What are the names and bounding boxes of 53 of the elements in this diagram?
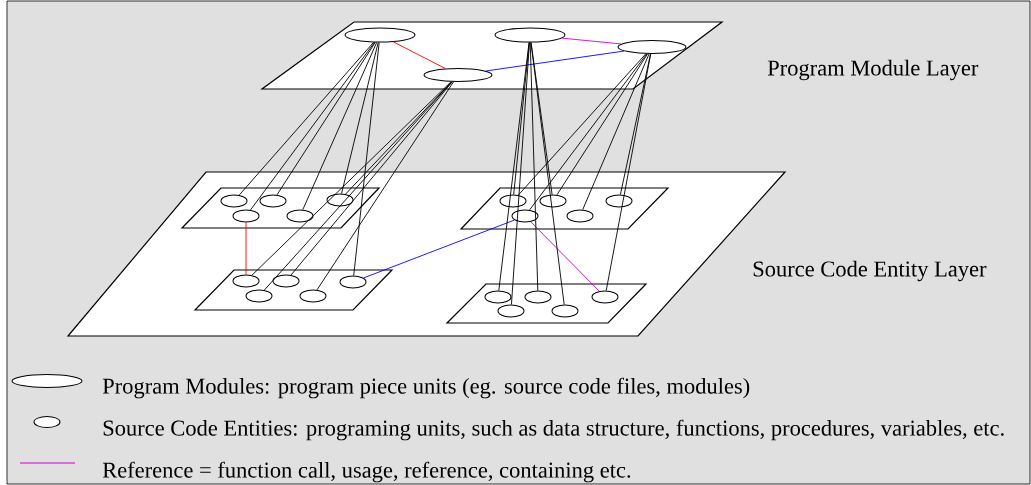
ellipse-symbol (494, 27, 566, 43)
legend-item: Reference = function call, usage, reference, containing etc. (19, 461, 631, 483)
connector-line (363, 219, 515, 279)
connector-line (250, 41, 375, 211)
connector-line (530, 42, 565, 305)
connector-line (529, 53, 648, 211)
connector-line (485, 50, 625, 72)
ellipse-symbol (605, 194, 633, 208)
connector-line (605, 53, 652, 291)
ellipse-symbol (259, 194, 287, 208)
ellipse-symbol (232, 274, 260, 288)
connector-line (393, 41, 446, 69)
connector-line (511, 42, 530, 305)
ellipse-symbol (497, 304, 525, 318)
ellipse-symbol (339, 275, 367, 289)
ellipse-symbol (551, 304, 579, 318)
connector-line (498, 42, 530, 291)
connector-line (290, 81, 453, 276)
ellipse-symbol (286, 209, 314, 223)
node-label: Program Module Layer (767, 59, 979, 81)
ellipse-symbol (299, 289, 327, 303)
connector-line (530, 221, 600, 292)
ellipse-symbol (423, 68, 493, 82)
connector-line (529, 42, 539, 291)
ellipse-symbol (484, 290, 512, 304)
ellipse-symbol (344, 27, 416, 43)
ellipse-symbol (511, 209, 539, 223)
connector-line (517, 53, 647, 196)
ellipse-symbol (499, 194, 527, 208)
connector-line (556, 53, 648, 196)
ellipse-symbol (326, 193, 354, 207)
connector-line (561, 37, 622, 45)
ellipse-symbol (539, 194, 567, 208)
ellipse-symbol (272, 274, 300, 288)
connector-line (341, 42, 379, 194)
ellipse-symbol (232, 209, 260, 223)
connector-line (619, 53, 651, 195)
legend-item: Source Code Entities: programing units, such as data structure, functions, procedures, variables, etc. (33, 416, 1004, 441)
connector-line (582, 53, 650, 211)
node-label: Source Code Entity Layer (753, 260, 987, 282)
ellipse-symbol (524, 290, 552, 304)
connector-line (276, 42, 376, 196)
ellipse-symbol (245, 289, 273, 303)
connector-line (302, 42, 378, 211)
ellipse-symbol (220, 194, 248, 208)
ellipse-symbol (617, 40, 687, 54)
connector-line (316, 81, 454, 291)
connector-line (353, 42, 380, 276)
connector-line (245, 222, 247, 275)
connector-line (238, 41, 374, 196)
ellipse-symbol (566, 209, 594, 223)
ellipse-symbol (591, 290, 619, 304)
legend-item: Program Modules: program piece units (eg. source code files, modules) (11, 374, 750, 399)
